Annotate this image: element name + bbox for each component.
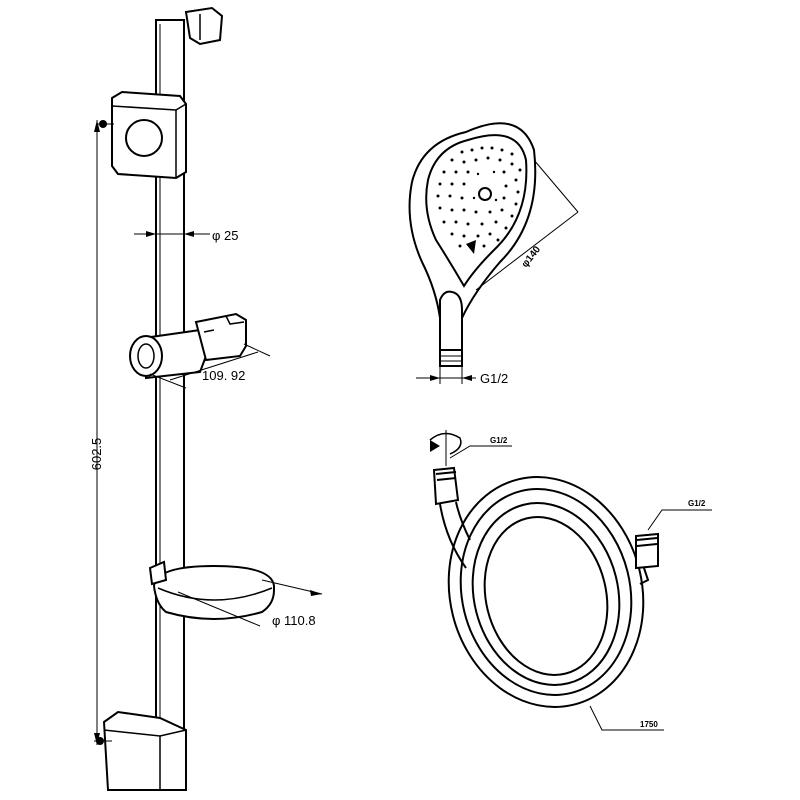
- nozzle-pattern: [436, 146, 522, 250]
- holder-cradle: [194, 312, 247, 362]
- soap-dish-dimension: φ 110.8: [177, 579, 323, 628]
- height-label: 602.5: [89, 438, 104, 471]
- rod-diameter-label: φ 25: [212, 228, 239, 243]
- holder-dimension: 109. 92: [149, 343, 271, 389]
- holder-ring: [129, 335, 163, 377]
- rotation-icon: [429, 432, 462, 455]
- hose-thread-left-label: G1/2: [490, 436, 508, 445]
- holder-label: 109. 92: [202, 368, 245, 383]
- spray-selector: [466, 240, 476, 254]
- shower-hose: [429, 430, 659, 708]
- head-diameter-label: φ140: [520, 244, 544, 270]
- center-nozzle: [478, 187, 492, 201]
- hose-length-dimension: 1750: [589, 705, 664, 731]
- hose-thread-left-dimension: G1/2: [449, 436, 512, 459]
- hose-end-left: [432, 466, 460, 506]
- bracket-hole: [125, 119, 163, 157]
- height-dimension: 602.5: [89, 120, 104, 745]
- rod-diameter-dimension: φ 25: [134, 228, 239, 243]
- lower-wall-bracket: [102, 710, 187, 791]
- top-hook: [184, 6, 224, 46]
- hose-end-right: [635, 532, 659, 570]
- hose-length-label: 1750: [640, 720, 658, 729]
- hand-shower: [408, 122, 537, 367]
- hose-thread-right-label: G1/2: [688, 499, 706, 508]
- shower-handle: [439, 290, 463, 353]
- handle-thread-dimension: G1/2: [416, 366, 508, 386]
- handle-thread-label: G1/2: [480, 371, 508, 386]
- handle-connector: [439, 349, 463, 367]
- hose-thread-right-dimension: G1/2: [647, 499, 712, 531]
- soap-dish: [152, 564, 275, 620]
- soap-dish-label: φ 110.8: [272, 613, 316, 628]
- slide-rail-set: [94, 6, 275, 791]
